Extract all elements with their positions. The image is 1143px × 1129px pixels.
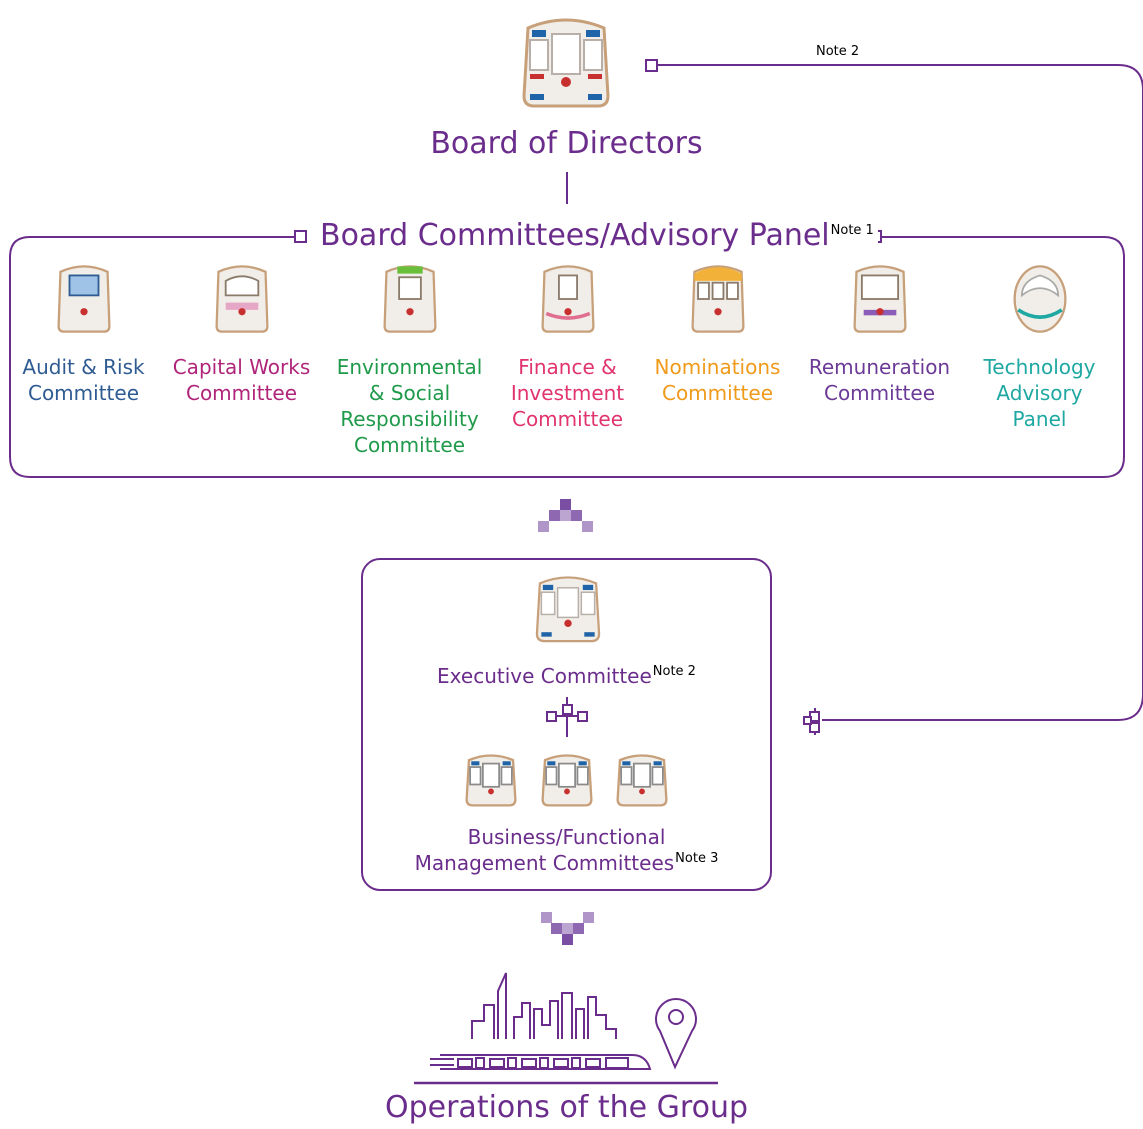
train-icon	[540, 265, 595, 333]
committee-label: Audit & Risk Committee	[22, 355, 145, 405]
management-line2: Management Committees	[414, 851, 675, 875]
committee-label: Remuneration Committee	[808, 355, 951, 405]
high-speed-train-icon	[1012, 265, 1067, 333]
committee-item: Capital Works Committee	[164, 262, 319, 406]
train-icon	[852, 265, 907, 333]
committee-label: Finance & Investment Committee	[510, 355, 625, 431]
management-train-icon	[465, 754, 517, 807]
committee-label: Capital Works Committee	[172, 355, 311, 405]
committee-item: Audit & Risk Committee	[6, 262, 161, 406]
committee-label: Environmental & Social Responsibility Co…	[336, 355, 483, 457]
committee-label: Technology Advisory Panel	[983, 355, 1096, 431]
committee-item: Nominations Committee	[640, 262, 795, 406]
train-icon	[382, 265, 437, 333]
committee-item: Environmental & Social Responsibility Co…	[332, 262, 487, 458]
management-note: Note 3	[675, 851, 719, 867]
board-train-icon	[522, 18, 610, 108]
train-icon	[56, 265, 111, 333]
committee-item: Finance & Investment Committee	[490, 262, 645, 432]
train-icon	[690, 265, 745, 333]
executive-title-row: Executive CommitteeNote 2	[0, 664, 1133, 688]
city-skyline-train-icon	[414, 972, 718, 1085]
committees-note: Note 1	[830, 223, 874, 238]
management-line1: Business/Functional	[467, 825, 666, 849]
committees-header: Board Committees/Advisory PanelNote 1	[316, 218, 878, 253]
executive-note: Note 2	[652, 664, 696, 680]
committees-title: Board Committees/Advisory Panel	[320, 218, 830, 253]
train-icon	[214, 265, 269, 333]
operations-title: Operations of the Group	[384, 1090, 749, 1125]
committee-item: Technology Advisory Panel	[962, 262, 1117, 432]
committee-item: Remuneration Committee	[802, 262, 957, 406]
management-title-row: Management CommitteesNote 3	[0, 851, 1133, 875]
board-note: Note 2	[816, 44, 860, 59]
management-train-icon	[616, 754, 668, 807]
management-train-icon	[541, 754, 593, 807]
board-title: Board of Directors	[430, 126, 703, 161]
executive-train-icon	[535, 576, 601, 643]
committee-label: Nominations Committee	[654, 355, 781, 405]
management-trains	[463, 752, 673, 812]
executive-title: Executive Committee	[437, 664, 652, 688]
